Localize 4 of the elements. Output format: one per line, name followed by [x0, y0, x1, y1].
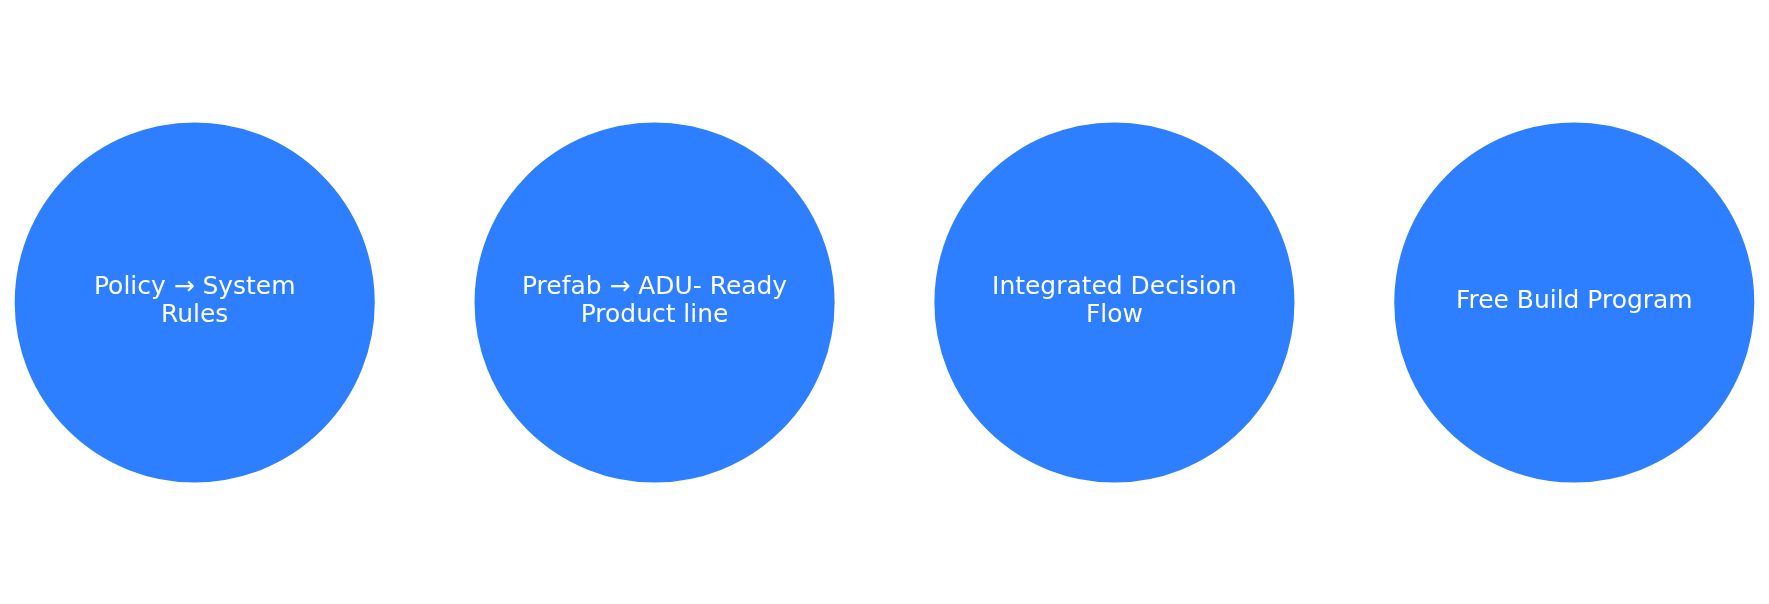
node-circle: Policy → System Rules [14, 121, 375, 483]
node-circle: Prefab → ADU- Ready Product line [474, 121, 835, 483]
node-circle: Integrated Decision Flow [934, 121, 1295, 483]
node-circle: Free Build Program [1394, 121, 1755, 483]
